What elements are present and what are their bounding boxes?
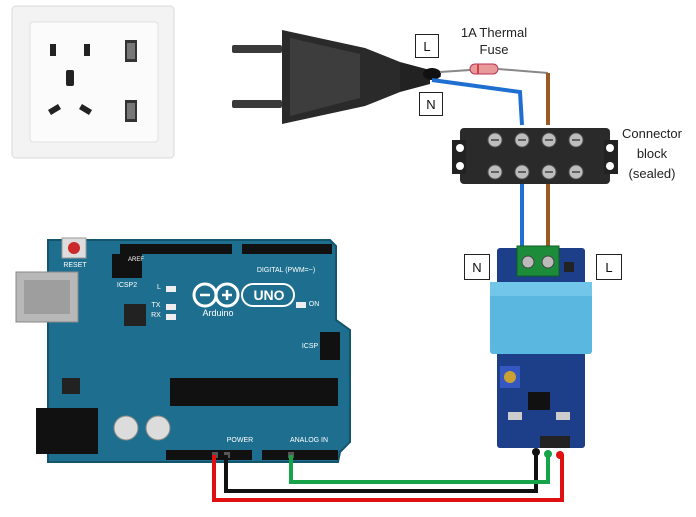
icsp-label: ICSP [301, 343, 319, 350]
plug-live-label: L [415, 34, 439, 58]
on-led-label: ON [308, 301, 320, 308]
digital-label: DIGITAL (PWM=~) [256, 267, 316, 274]
vcc-wire-red [212, 455, 564, 502]
l-led-label: L [157, 284, 161, 291]
sensor-live-label: L [596, 254, 622, 280]
signal-wire-green [289, 455, 550, 484]
connector-label-line2: block [636, 146, 668, 161]
connector-label-line1: Connector [622, 126, 682, 141]
connector-label-line3: (sealed) [628, 166, 676, 181]
gnd-wire-black [224, 455, 538, 493]
wall-socket [11, 5, 175, 159]
power-label: POWER [226, 437, 254, 444]
sensor-neutral-label: N [464, 254, 490, 280]
mains-plug [232, 30, 430, 124]
connector-block [452, 128, 618, 184]
rx-label: RX [151, 312, 161, 319]
reset-label: RESET [63, 262, 87, 269]
plug-neutral-label: N [419, 92, 443, 116]
aref-label: AREF [127, 257, 144, 263]
neutral-wire-top [431, 78, 524, 126]
analog-in-label: ANALOG IN [289, 437, 329, 444]
tx-label: TX [151, 302, 161, 309]
fuse-label-line2: Fuse [479, 42, 509, 57]
arduino-uno-board [15, 237, 351, 463]
arduino-logo [192, 282, 295, 308]
voltage-sensor-module [490, 245, 592, 459]
connector-block-label: Connector block (sealed) [610, 124, 694, 184]
thermal-fuse [439, 63, 549, 75]
arduino-label: Arduino [202, 308, 234, 318]
cable-split-node [423, 68, 441, 80]
icsp2-label: ICSP2 [116, 282, 138, 289]
fuse-label: 1A Thermal Fuse [448, 24, 540, 58]
uno-label: UNO [253, 287, 285, 303]
fuse-label-line1: 1A Thermal [460, 25, 528, 40]
